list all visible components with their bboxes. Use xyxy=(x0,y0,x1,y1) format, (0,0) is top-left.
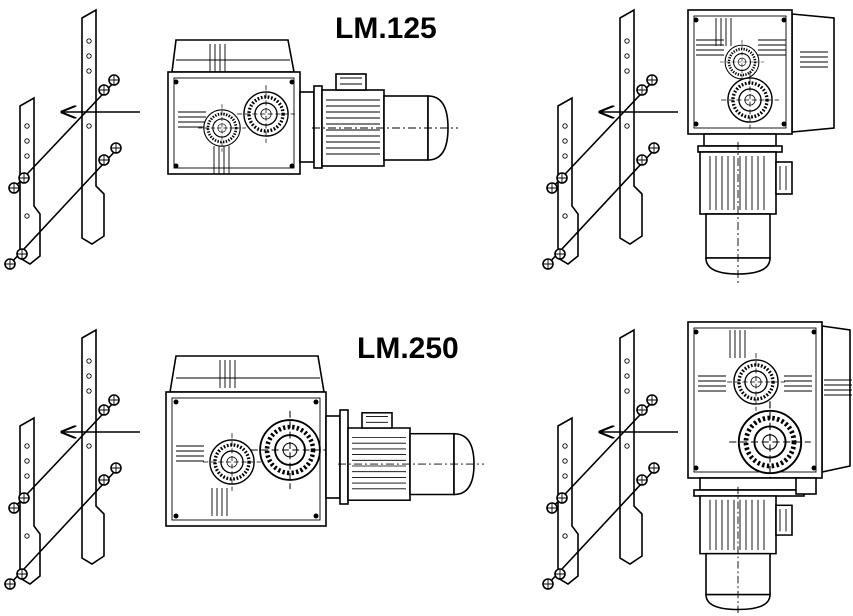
gearbox-lm125-horizontal xyxy=(167,39,323,175)
gearbox-lm250-vertical xyxy=(687,321,853,497)
bracket-assembly-bottom-right xyxy=(543,330,678,589)
motor-lm125-horizontal xyxy=(311,73,459,167)
bracket-assembly-bottom-left xyxy=(5,330,140,589)
gearbox-lm250-horizontal xyxy=(165,355,349,527)
model-label-lm125: LM.125 xyxy=(335,12,437,45)
motor-lm125-vertical xyxy=(699,141,793,285)
model-label-lm250: LM.250 xyxy=(357,332,459,365)
bracket-assembly-top-left xyxy=(5,10,140,269)
motor-lm250-vertical xyxy=(699,485,793,616)
bracket-assembly-top-right xyxy=(543,10,678,269)
gearbox-lm125-vertical xyxy=(687,9,835,153)
motor-lm250-horizontal xyxy=(337,411,485,502)
